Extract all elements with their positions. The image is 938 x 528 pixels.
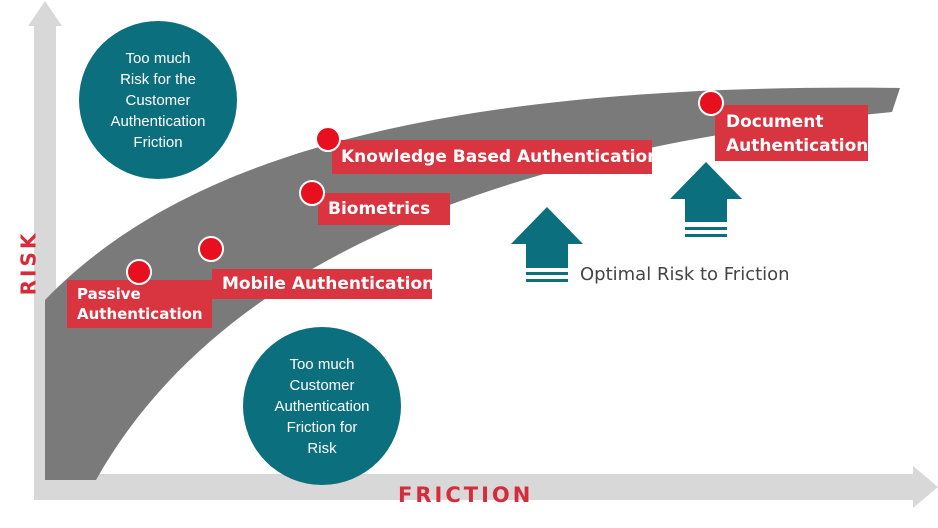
optimal-risk-label: Optimal Risk to Friction — [580, 264, 790, 285]
y-axis-label: RISK — [16, 230, 41, 296]
too-much-friction-text: Too much Customer Authentication Frictio… — [252, 354, 392, 459]
marker-dot-icon — [299, 180, 325, 206]
too-much-risk-text: Too much Risk for the Customer Authentic… — [88, 48, 228, 153]
passive-auth-label: Passive Authentication — [77, 284, 203, 324]
mobile-auth-label: Mobile Authentication — [222, 274, 435, 294]
passive-auth-box — [67, 280, 212, 328]
circle-line: Authentication — [274, 398, 370, 415]
circle-line: Friction for — [286, 419, 358, 436]
biometrics-box — [318, 193, 450, 225]
kba-box — [332, 140, 652, 174]
too-much-risk-circle — [79, 21, 237, 179]
optimal-band — [45, 87, 900, 480]
up-arrow-icon — [511, 207, 583, 282]
biometrics-label: Biometrics — [328, 199, 431, 219]
circle-line: Friction — [133, 134, 183, 151]
circle-line: Too much — [125, 50, 191, 67]
circle-line: Customer — [125, 92, 191, 109]
label-line: Authentication — [77, 305, 203, 323]
x-axis-label: FRICTION — [398, 483, 534, 507]
mobile-auth-box — [212, 269, 432, 299]
up-arrow-icon — [670, 162, 742, 237]
document-auth-box — [715, 105, 868, 161]
circle-line: Too much — [289, 356, 355, 373]
label-line: Document — [726, 112, 824, 132]
circle-line: Customer — [289, 377, 355, 394]
circle-line: Risk — [307, 440, 337, 457]
marker-dot-icon — [198, 236, 224, 262]
circle-line: Risk for the — [120, 71, 196, 88]
x-axis-arrow — [34, 466, 938, 508]
marker-dot-icon — [126, 259, 152, 285]
circle-line: Authentication — [110, 113, 206, 130]
too-much-friction-circle — [243, 327, 401, 485]
kba-label: Knowledge Based Authentication — [341, 147, 660, 167]
document-auth-label: Document Authentication — [726, 110, 868, 158]
label-line: Authentication — [726, 136, 869, 156]
marker-dot-icon — [315, 126, 341, 152]
marker-dot-icon — [698, 90, 724, 116]
label-line: Passive — [77, 285, 141, 303]
